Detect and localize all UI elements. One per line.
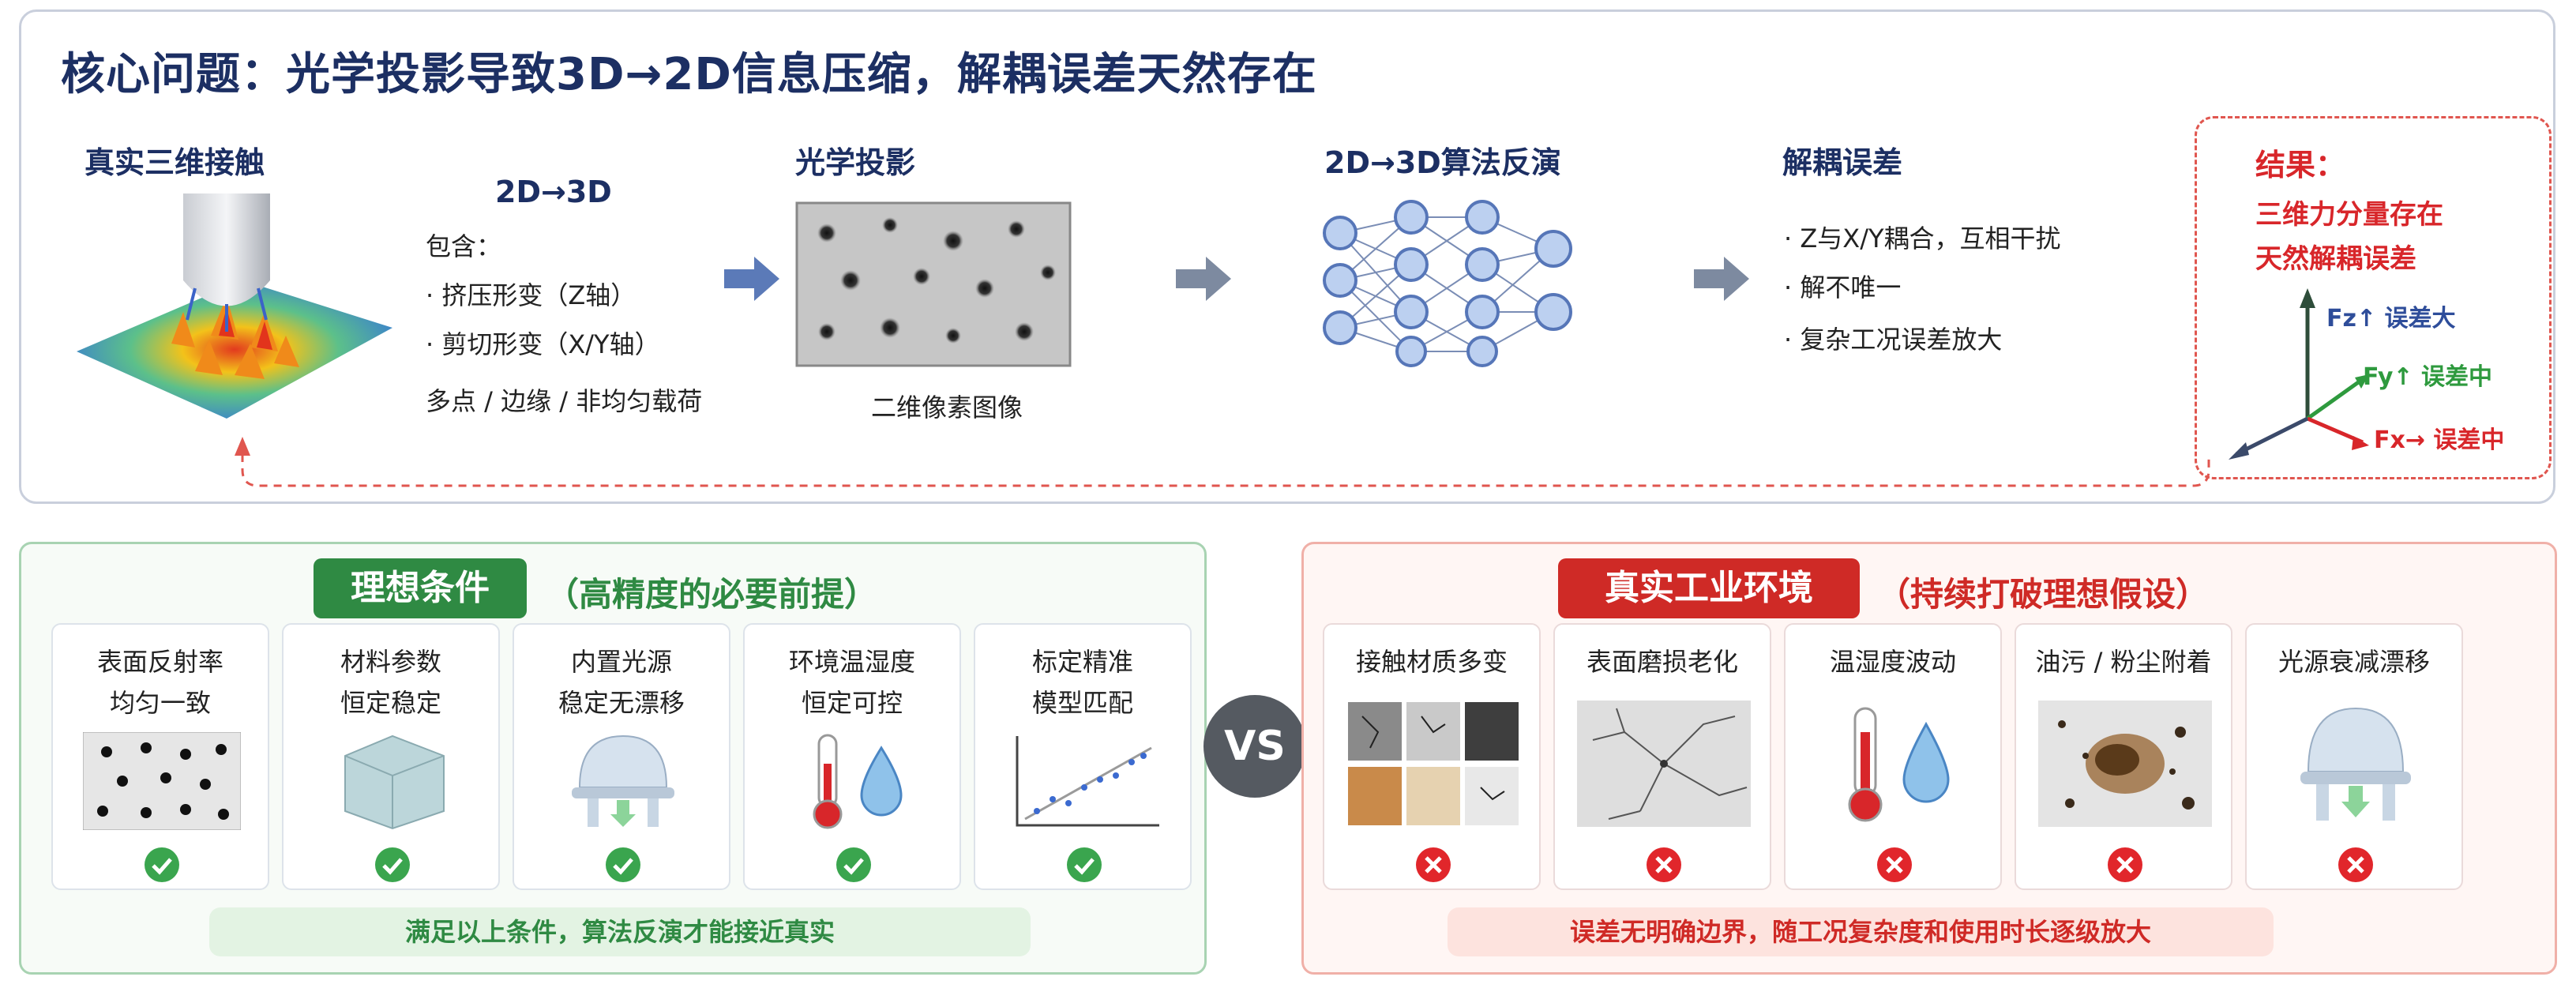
ideal-title: 理想条件	[314, 558, 527, 618]
fz-label: Fz↑ 误差大	[2326, 305, 2456, 332]
force-axes-icon	[2229, 288, 2369, 460]
cross-icon	[1647, 847, 1681, 882]
ideal-panel: 理想条件 （高精度的必要前提） 表面反射率 均匀一致 材料参数 恒定稳定 内置光…	[19, 542, 1207, 975]
cross-icon	[1877, 847, 1912, 882]
ideal-card-environment: 环境温湿度 恒定可控	[743, 623, 961, 890]
vs-badge: VS	[1204, 695, 1306, 798]
card-label: 表面磨损老化	[1586, 647, 1738, 677]
real-card-wear: 表面磨损老化	[1553, 623, 1771, 890]
multi-load-label: 多点 / 边缘 / 非均匀载荷	[426, 386, 703, 416]
thermometer-drop-icon	[813, 734, 903, 829]
card-label: 光源衰减漂移	[2277, 647, 2430, 677]
real-card-material: 接触材质多变	[1323, 623, 1541, 890]
error-bullet-amplify: · 复杂工况误差放大	[1784, 325, 2003, 355]
main-title: 核心问题：光学投影导致3D→2D信息压缩，解耦误差天然存在	[61, 49, 1317, 100]
ideal-card-material: 材料参数 恒定稳定	[282, 623, 500, 890]
error-bullet-coupling: · Z与X/Y耦合，互相干扰	[1784, 224, 2061, 254]
optic-caption: 二维像素图像	[871, 393, 1023, 423]
card-label: 油污 / 粉尘附着	[2035, 647, 2212, 677]
bullet-squeeze: · 挤压形变（Z轴）	[426, 280, 636, 310]
dimension-label: 2D→3D	[495, 175, 612, 209]
card-label: 恒定稳定	[340, 688, 441, 718]
ideal-footer: 满足以上条件，算法反演才能接近真实	[209, 907, 1031, 956]
ideal-card-reflectance: 表面反射率 均匀一致	[51, 623, 269, 890]
card-label: 表面反射率	[96, 647, 223, 677]
fx-label: Fx→ 误差中	[2374, 426, 2505, 454]
real-panel: 真实工业环境 （持续打破理想假设） 接触材质多变 表面磨损老化 温湿度波动	[1301, 542, 2557, 975]
feedback-arrow	[235, 437, 2210, 487]
right-arrow-icon	[1694, 257, 1749, 301]
stage-error-title: 解耦误差	[1782, 145, 1903, 180]
dome-light-icon	[572, 734, 674, 827]
result-line-1: 三维力分量存在	[2255, 199, 2443, 231]
card-label: 环境温湿度	[788, 647, 915, 677]
card-label: 材料参数	[340, 647, 441, 677]
ideal-card-calibration: 标定精准 模型匹配	[974, 623, 1192, 890]
result-title: 结果：	[2255, 148, 2346, 182]
real-card-humidity: 温湿度波动	[1784, 623, 2002, 890]
card-label: 内置光源	[570, 647, 672, 677]
stage-algo-title: 2D→3D算法反演	[1324, 145, 1561, 180]
result-line-2: 天然解耦误差	[2255, 243, 2416, 275]
card-label: 稳定无漂移	[558, 688, 685, 718]
card-label: 模型匹配	[1031, 688, 1133, 718]
top-panel: 核心问题：光学投影导致3D→2D信息压缩，解耦误差天然存在 真实三维接触 光学投…	[19, 9, 2555, 504]
real-footer: 误差无明确边界，随工况复杂度和使用时长逐级放大	[1448, 907, 2274, 956]
check-icon	[375, 847, 410, 882]
result-box: 结果： 三维力分量存在 天然解耦误差 Fz↑ 误差大 Fy↑ 误差中 Fx→ 误…	[2195, 116, 2552, 479]
check-icon	[1067, 847, 1102, 882]
fy-label: Fy↑ 误差中	[2363, 363, 2492, 391]
card-label: 均匀一致	[109, 688, 211, 718]
dome-light-icon	[2300, 707, 2411, 821]
check-icon	[145, 847, 179, 882]
right-arrow-icon	[1176, 257, 1231, 301]
dirt-stain-icon	[2038, 701, 2212, 827]
right-arrow-icon	[724, 257, 779, 301]
ideal-subtitle: （高精度的必要前提）	[546, 575, 878, 614]
stage-real-title: 真实三维接触	[84, 145, 265, 180]
error-bullet-nonunique: · 解不唯一	[1784, 272, 1902, 302]
cross-icon	[2338, 847, 2373, 882]
bullet-shear: · 剪切形变（X/Y轴）	[426, 329, 660, 359]
material-tiles-icon	[1348, 702, 1519, 825]
real-card-light-decay: 光源衰减漂移	[2245, 623, 2463, 890]
cross-icon	[2108, 847, 2142, 882]
cross-icon	[1416, 847, 1451, 882]
card-label: 温湿度波动	[1829, 647, 1956, 677]
card-label: 接触材质多变	[1355, 647, 1508, 677]
card-label: 恒定可控	[801, 688, 903, 718]
real-title: 真实工业环境	[1558, 558, 1860, 618]
dot-pattern-icon	[83, 732, 241, 830]
check-icon	[606, 847, 640, 882]
contains-label: 包含：	[426, 231, 502, 261]
check-icon	[836, 847, 871, 882]
scatter-fit-icon	[1016, 736, 1159, 827]
material-cube-icon	[344, 734, 445, 830]
pixel-image-illustration	[795, 201, 1072, 367]
neural-network-icon	[1323, 200, 1572, 367]
real-subtitle: （持续打破理想假设）	[1877, 575, 2210, 614]
thermometer-drop-icon	[1848, 707, 1950, 822]
cracked-surface-icon	[1577, 701, 1751, 827]
card-label: 标定精准	[1031, 647, 1133, 677]
real-card-dirt: 油污 / 粉尘附着	[2015, 623, 2232, 890]
ideal-card-lightsource: 内置光源 稳定无漂移	[513, 623, 730, 890]
stage-optic-title: 光学投影	[795, 145, 916, 180]
contact-surface-illustration	[77, 193, 392, 419]
